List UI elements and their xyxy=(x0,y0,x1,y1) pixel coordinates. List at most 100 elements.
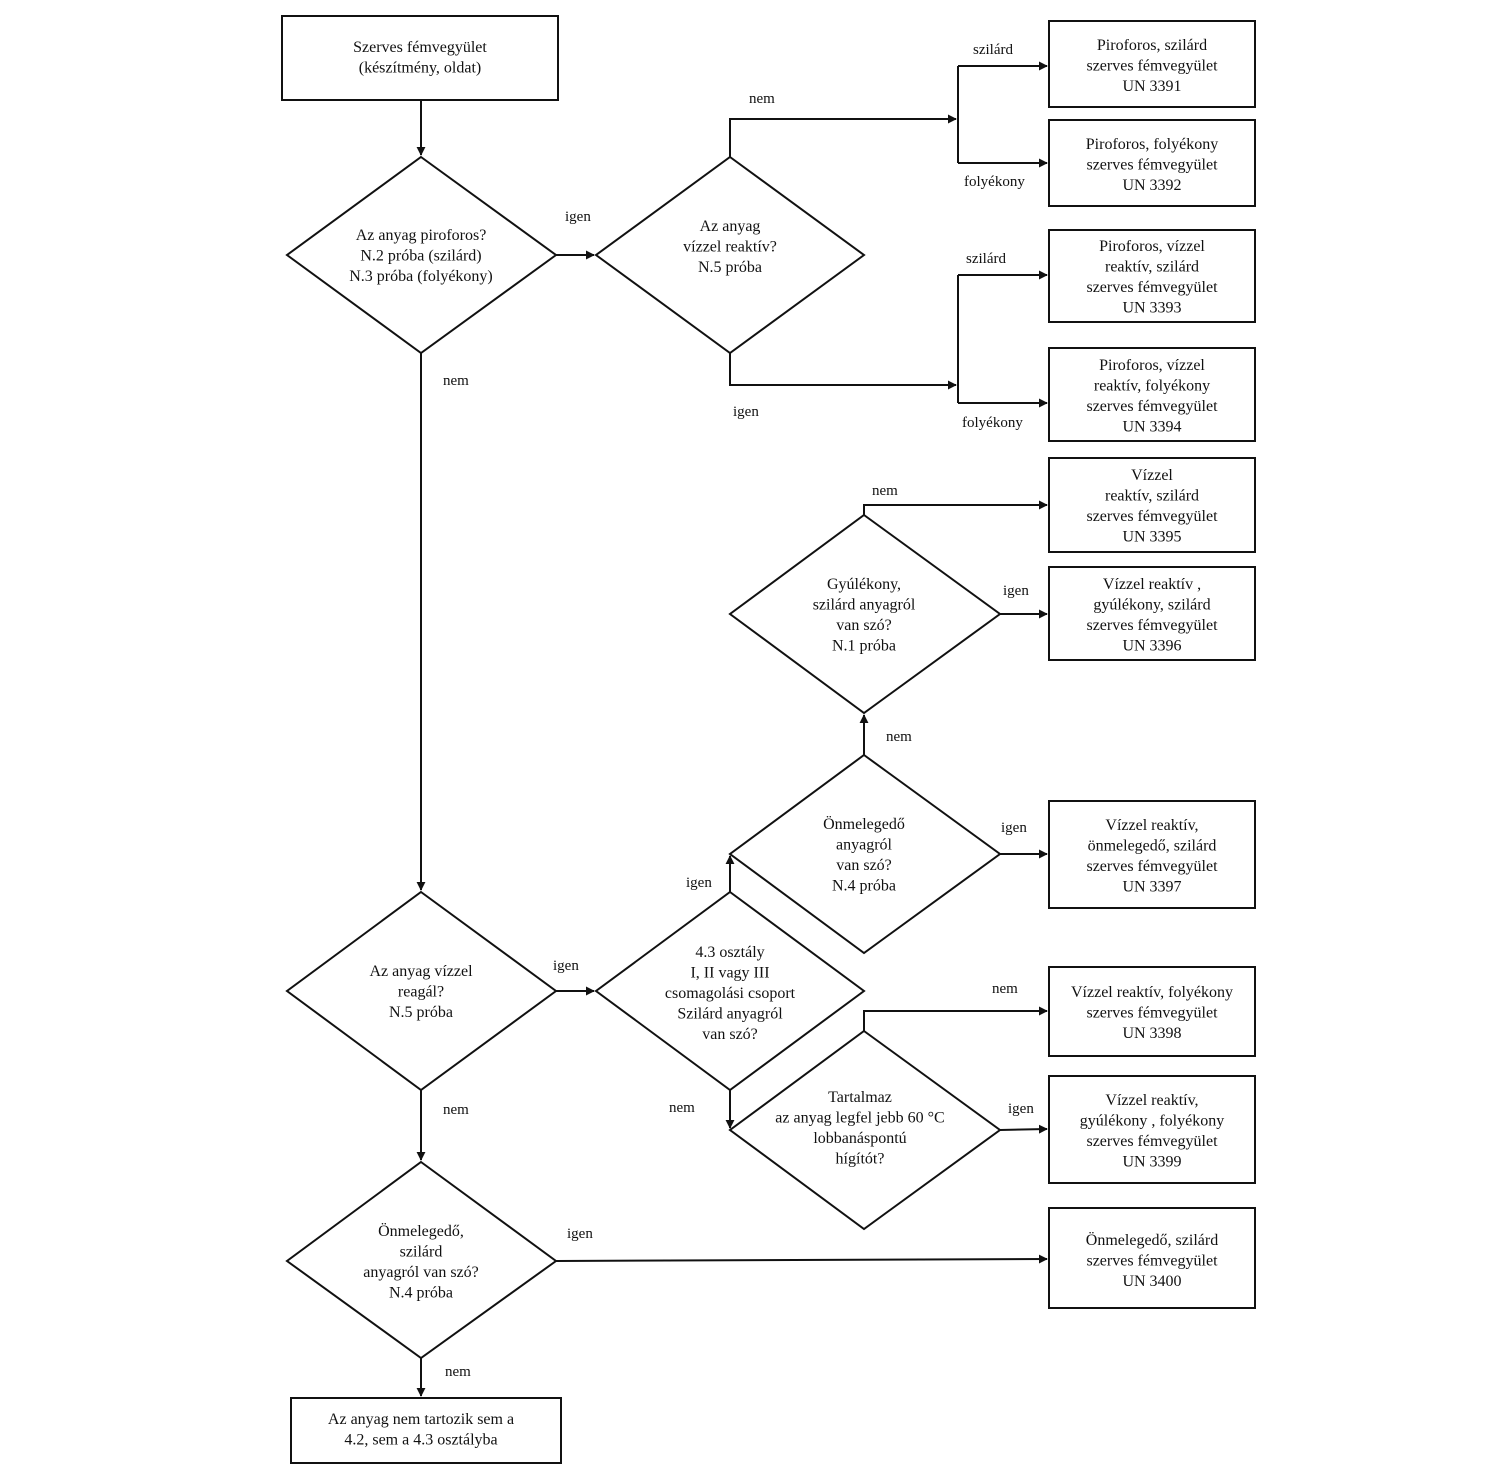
class43-question-text: 4.3 osztály I, II vagy III csomagolási cso… xyxy=(665,944,796,1043)
water-question-text: Az anyag vízzel reagál? N.5 próba xyxy=(369,963,473,1021)
un3394-box xyxy=(1048,347,1256,442)
un3392-line: szerves fémvegyület xyxy=(1086,157,1218,174)
label-liquid-2: folyékony xyxy=(962,415,1023,431)
q-class43-line: 4.3 osztály xyxy=(695,944,764,961)
label-self-heating-yes: igen xyxy=(567,1226,593,1242)
q-pyro-line: N.3 próba (folyékony) xyxy=(349,268,493,285)
q-class43-line: csomagolási csoport xyxy=(665,985,796,1002)
un3395-line: szerves fémvegyület xyxy=(1086,508,1218,525)
un3393-line: Piroforos, vízzel xyxy=(1099,238,1205,255)
edge-labels: igen nem nem igen szilárd folyékony szil… xyxy=(443,42,1034,1380)
edge-selfheat-yes xyxy=(555,1254,1048,1264)
un3391-line: UN 3391 xyxy=(1122,78,1181,95)
label-class43-no: nem xyxy=(669,1100,695,1116)
start-line: (készítmény, oldat) xyxy=(359,60,481,77)
q-flam-solid-line: N.1 próba xyxy=(832,638,896,655)
q-selfheat-w-line: anyagról xyxy=(836,837,893,854)
label-solid-2: szilárd xyxy=(966,251,1006,267)
start-line: Szerves fémvegyület xyxy=(353,39,487,56)
end-line: Az anyag nem tartozik sem a xyxy=(328,1411,514,1428)
un3392-box xyxy=(1048,119,1256,207)
q-class43-line: van szó? xyxy=(702,1026,758,1043)
q-selfheat-line: N.4 próba xyxy=(389,1285,453,1302)
un3400-box xyxy=(1048,1207,1256,1309)
un3396-line: UN 3396 xyxy=(1122,638,1181,655)
un3391-line: szerves fémvegyület xyxy=(1086,58,1218,75)
un3391-box xyxy=(1048,20,1256,108)
self-heating-water-decision xyxy=(728,753,1002,955)
un3393-line: reaktív, szilárd xyxy=(1105,259,1199,276)
un3396-line: gyúlékony, szilárd xyxy=(1093,597,1210,614)
end-box xyxy=(290,1397,562,1464)
label-flammable-no: nem xyxy=(872,483,898,499)
un3395-line: Vízzel xyxy=(1131,467,1173,484)
un3396-line: szerves fémvegyület xyxy=(1086,617,1218,634)
q-water-line: Az anyag vízzel xyxy=(369,963,473,980)
un3399-line: UN 3399 xyxy=(1122,1154,1181,1171)
edge-pw-no xyxy=(729,114,957,157)
pyrophoric-question-text: Az anyag piroforos?N.2 próba (szilárd)N.… xyxy=(349,227,493,285)
label-flash-yes: igen xyxy=(1008,1101,1034,1117)
un3394-line: reaktív, folyékony xyxy=(1094,378,1210,395)
start-box xyxy=(281,15,559,101)
un3394-line: UN 3394 xyxy=(1122,419,1181,436)
label-class43-yes: igen xyxy=(686,875,712,891)
q-flash-line: az anyag legfel jebb 60 °C xyxy=(775,1110,944,1127)
un3400-line: UN 3400 xyxy=(1122,1273,1181,1290)
un3391-text: Piroforos, szilárd szerves fémvegyület UN … xyxy=(1086,37,1218,95)
un3395-line: reaktív, szilárd xyxy=(1105,488,1199,505)
q-pyro-water-line: N.5 próba xyxy=(698,259,762,276)
node-texts: Szerves fémvegyület (készítmény, oldat) A… xyxy=(328,37,1233,1449)
un3400-line: szerves fémvegyület xyxy=(1086,1253,1218,1270)
label-pw-no: nem xyxy=(749,91,775,107)
un3397-line: Vízzel reaktív, xyxy=(1105,817,1198,834)
flash-point-decision xyxy=(728,1029,1002,1231)
q-water-line: N.5 próba xyxy=(389,1004,453,1021)
label-pyrophoric-no: nem xyxy=(443,373,469,389)
un3398-line: Vízzel reaktív, folyékony xyxy=(1071,984,1233,1001)
un3395-box xyxy=(1048,457,1256,553)
q-flash-line: Tartalmaz xyxy=(828,1089,892,1106)
un3393-line: UN 3393 xyxy=(1122,300,1181,317)
q-water-line: reagál? xyxy=(398,984,444,1001)
label-solid-1: szilárd xyxy=(973,42,1013,58)
un3397-line: szerves fémvegyület xyxy=(1086,858,1218,875)
un3399-line: Vízzel reaktív, xyxy=(1105,1092,1198,1109)
flammable-solid-decision xyxy=(728,513,1002,715)
un3397-line: önmelegedő, szilárd xyxy=(1088,838,1217,855)
q-pyro-water-line: vízzel reaktív? xyxy=(683,239,777,256)
label-flammable-yes: igen xyxy=(1003,583,1029,599)
un3392-line: Piroforos, folyékony xyxy=(1086,136,1218,153)
label-water-yes: igen xyxy=(553,958,579,974)
label-self-heating-water-yes: igen xyxy=(1001,820,1027,836)
q-pyro-line: Az anyag piroforos? xyxy=(356,227,487,244)
un3398-line: UN 3398 xyxy=(1122,1025,1181,1042)
start-text: Szerves fémvegyület (készítmény, oldat) xyxy=(353,39,487,77)
edge-flam-no xyxy=(863,500,1048,515)
un3396-line: Vízzel reaktív , xyxy=(1103,576,1201,593)
un3399-line: gyúlékony , folyékony xyxy=(1080,1113,1224,1130)
label-flash-no: nem xyxy=(992,981,1018,997)
un3395-text: Vízzel reaktív, szilárd szerves fémvegyüle… xyxy=(1086,467,1218,546)
label-liquid-1: folyékony xyxy=(964,174,1025,190)
edge-flash-yes xyxy=(999,1124,1048,1134)
un3395-line: UN 3395 xyxy=(1122,529,1181,546)
q-selfheat-w-line: van szó? xyxy=(836,857,892,874)
un3391-line: Piroforos, szilárd xyxy=(1097,37,1207,54)
un3396-text: Vízzel reaktív , gyúlékony, szilárd szerve… xyxy=(1086,576,1218,655)
q-selfheat-w-line: Önmelegedő xyxy=(823,815,905,833)
un3397-box xyxy=(1048,800,1256,909)
q-class43-line: I, II vagy III xyxy=(690,965,769,982)
un3397-text: Vízzel reaktív, önmelegedő, szilárd szerve… xyxy=(1086,817,1218,896)
label-pw-yes: igen xyxy=(733,404,759,420)
